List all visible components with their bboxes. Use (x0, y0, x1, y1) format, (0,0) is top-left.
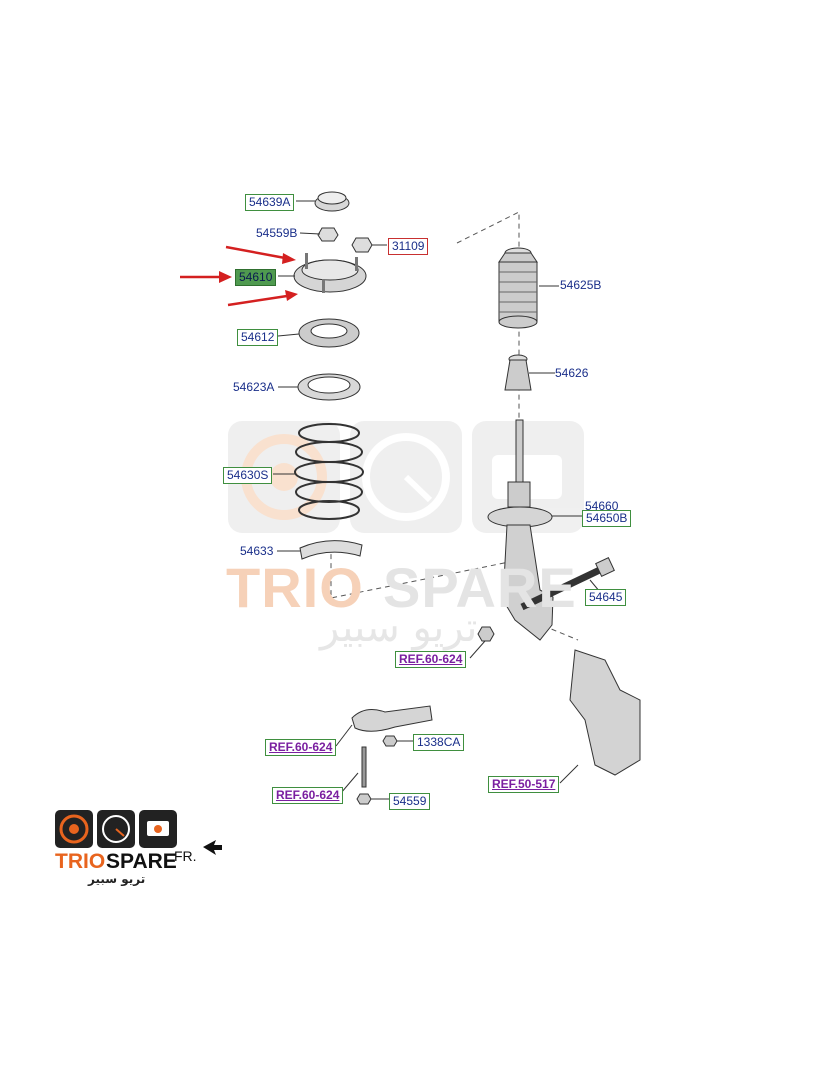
label-ref-60-624-bolt[interactable]: REF.60-624 (272, 787, 344, 804)
label-ref-60-624-knuckle-nut[interactable]: REF.60-624 (395, 651, 467, 668)
logo-brand-a: TRIO (55, 850, 106, 873)
label-54650B[interactable]: 54650B (582, 510, 632, 527)
label-31109[interactable]: 31109 (388, 238, 429, 255)
part-1338CA-nut-drawing (382, 735, 398, 747)
ref-60-624-bolt-drawing (361, 746, 367, 788)
part-54559B-nut-drawing (317, 227, 339, 242)
part-54626-bump-stopper-drawing (504, 354, 532, 391)
part-54625B-dust-boot-drawing (498, 247, 538, 329)
logo-brand-b: SPARE (106, 850, 177, 873)
part-54623A-spring-pad-drawing (297, 373, 361, 401)
watermark-brand-a: TRIO (226, 556, 364, 619)
label-54633[interactable]: 54633 (240, 544, 274, 558)
label-54630S[interactable]: 54630S (223, 467, 273, 484)
label-54623A[interactable]: 54623A (233, 380, 275, 394)
watermark-arabic: تريو سبير (320, 605, 478, 651)
brand-logo-icons (55, 810, 177, 848)
front-direction-label: FR. (174, 848, 197, 864)
part-54650B-strut-assembly-drawing (487, 419, 554, 641)
label-54639A[interactable]: 54639A (245, 194, 295, 211)
label-54625B[interactable]: 54625B (560, 278, 602, 292)
label-54626[interactable]: 54626 (555, 366, 589, 380)
label-54660[interactable]: 54660 (585, 499, 619, 513)
knuckle-drawing (569, 649, 641, 776)
part-54639A-cap-drawing (314, 191, 350, 212)
label-54559B[interactable]: 54559B (256, 226, 298, 240)
label-ref-60-624-bracket[interactable]: REF.60-624 (265, 739, 337, 756)
label-ref-50-517[interactable]: REF.50-517 (488, 776, 560, 793)
label-54610-selected[interactable]: 54610 (235, 269, 277, 286)
part-54633-lower-pad-drawing (299, 540, 363, 560)
label-1338CA[interactable]: 1338CA (413, 734, 465, 751)
highlight-arrows (180, 245, 298, 307)
leader-lines (273, 200, 601, 800)
label-54645[interactable]: 54645 (585, 589, 627, 606)
watermark-logo-icons (228, 421, 584, 533)
label-54559[interactable]: 54559 (389, 793, 431, 810)
label-54612[interactable]: 54612 (237, 329, 279, 346)
watermark-brand-b: SPARE (383, 556, 577, 619)
ref-60-624-bracket-drawing (351, 705, 433, 732)
ref-60-624-nut-drawing (477, 626, 495, 642)
part-54559-nut-drawing (356, 793, 372, 805)
logo-arabic: تريو سبير (88, 872, 146, 886)
front-direction-arrow (203, 840, 222, 855)
part-54645-bolt-drawing (520, 557, 615, 611)
part-54610-strut-mount-drawing (293, 253, 367, 293)
part-31109-nut-drawing (351, 237, 373, 253)
part-54612-bearing-drawing (298, 318, 360, 348)
part-54630S-coil-spring-drawing (294, 423, 364, 520)
